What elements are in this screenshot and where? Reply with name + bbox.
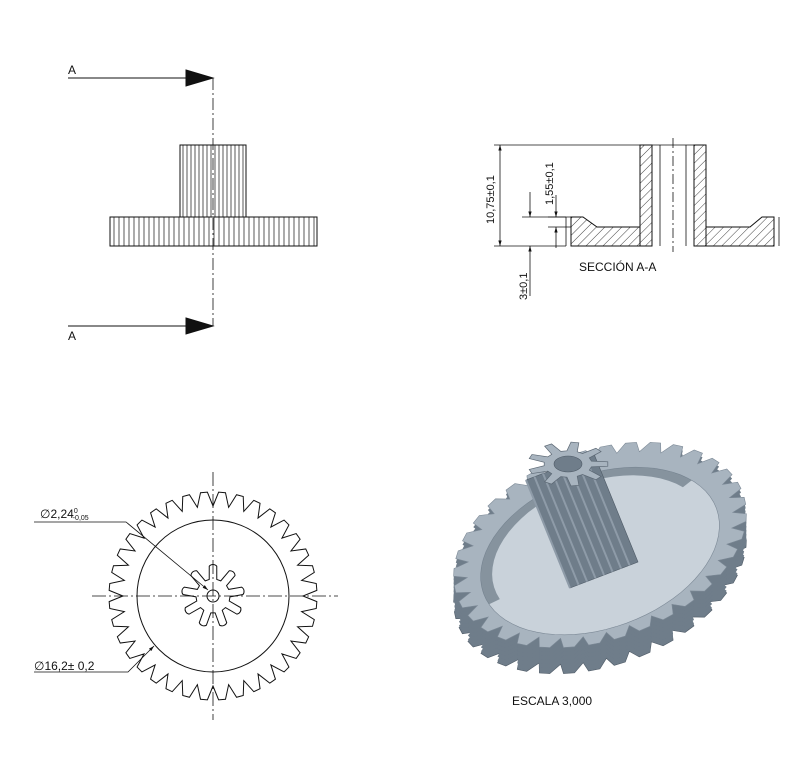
section-hub-wall-left <box>639 144 653 247</box>
leader-bore <box>34 521 209 591</box>
section-base-left <box>570 216 641 247</box>
section-view <box>494 138 780 296</box>
dim-bore-tol-upper: 0 <box>73 508 78 515</box>
dim-outer-label: ∅16,2± 0,2 <box>34 659 95 673</box>
dim-bore-nominal: ∅2,24 <box>40 507 74 521</box>
top-view <box>34 472 338 720</box>
dim-bore-label: ∅2,240-0,05 <box>40 508 89 522</box>
section-hub-wall-right <box>693 144 707 247</box>
scale-label: ESCALA 3,000 <box>512 694 593 708</box>
dim-base-thickness <box>522 192 566 296</box>
pinion-outline <box>181 564 245 627</box>
section-arrow-top <box>185 69 215 87</box>
leader-outer <box>34 645 155 673</box>
dim-base-thickness-label: 3±0,1 <box>518 272 530 300</box>
section-arrow-bottom <box>185 317 215 335</box>
front-view <box>68 69 318 335</box>
dim-total-height-label: 10,75±0,1 <box>485 175 497 224</box>
section-base-right <box>705 216 775 247</box>
dim-hub-step-label: 1,55±0,1 <box>544 162 556 205</box>
hub-teeth-lines <box>182 145 244 217</box>
gear-teeth-lines <box>113 217 315 246</box>
section-title: SECCIÓN A-A <box>579 260 657 274</box>
section-bore <box>565 138 780 252</box>
section-marker-bottom: A <box>68 329 77 343</box>
gear-rim-outline <box>109 216 318 247</box>
isometric-render <box>453 441 747 674</box>
dim-bore-tol-lower: -0,05 <box>72 515 89 522</box>
section-marker-top: A <box>68 63 77 77</box>
